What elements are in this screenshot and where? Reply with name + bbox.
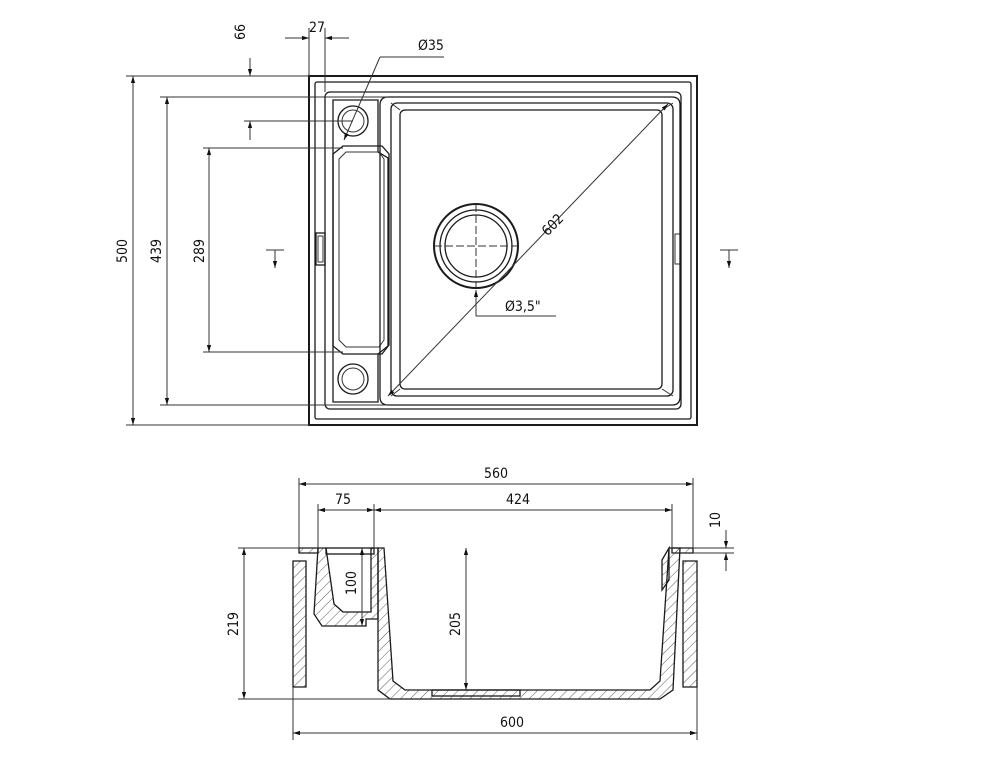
dim-diagonal: 602 xyxy=(539,211,567,239)
dim-waste-diameter: Ø3,5" xyxy=(505,299,541,315)
dim-tap-hole-diameter: Ø35 xyxy=(418,38,444,54)
rim-left xyxy=(298,547,319,554)
drainer-insert xyxy=(325,547,375,555)
dim-tap-hole-inset: 27 xyxy=(309,20,325,36)
dim-drainer-depth: 100 xyxy=(344,571,360,595)
drainer-channel-inner xyxy=(338,151,385,348)
waste-outlet-inner xyxy=(444,214,508,278)
cabinet-panel-right xyxy=(682,560,698,688)
overflow-slot-left-inner xyxy=(317,235,324,263)
dim-cabinet-width: 600 xyxy=(500,715,524,731)
bowl-outer xyxy=(379,96,681,406)
dim-tap-hole-offset: 66 xyxy=(233,24,249,40)
section-marker-right xyxy=(720,249,738,268)
overflow-slot-left xyxy=(315,232,326,266)
sink-outer-frame xyxy=(308,75,698,426)
dim-bowl-width: 424 xyxy=(506,492,530,508)
tap-hole-bottom xyxy=(337,363,369,395)
bowl-shell xyxy=(377,547,681,700)
dim-drainer-length: 289 xyxy=(192,239,208,263)
bowl-right-brace xyxy=(661,545,670,593)
waste-flange xyxy=(431,689,521,697)
diagonal-dimension-line xyxy=(387,103,669,397)
overflow-slot-right xyxy=(674,233,681,265)
sink-rim xyxy=(314,81,692,420)
dim-drainer-width: 75 xyxy=(335,492,351,508)
dim-inner-depth: 439 xyxy=(149,239,165,263)
cabinet-panel-left xyxy=(292,560,307,688)
dim-bowl-depth: 205 xyxy=(448,612,464,636)
dim-overall-height: 219 xyxy=(226,612,242,636)
dim-top-width: 560 xyxy=(484,466,508,482)
section-view: 560 75 424 10 219 100 205 600 xyxy=(226,466,734,740)
dim-rim-height: 10 xyxy=(708,512,724,528)
dim-overall-depth: 500 xyxy=(115,239,131,263)
section-marker-left xyxy=(266,249,284,268)
tap-hole-bottom-inner xyxy=(341,367,365,391)
top-view: 602 Ø3,5" Ø35 27 66 500 439 xyxy=(115,20,738,426)
